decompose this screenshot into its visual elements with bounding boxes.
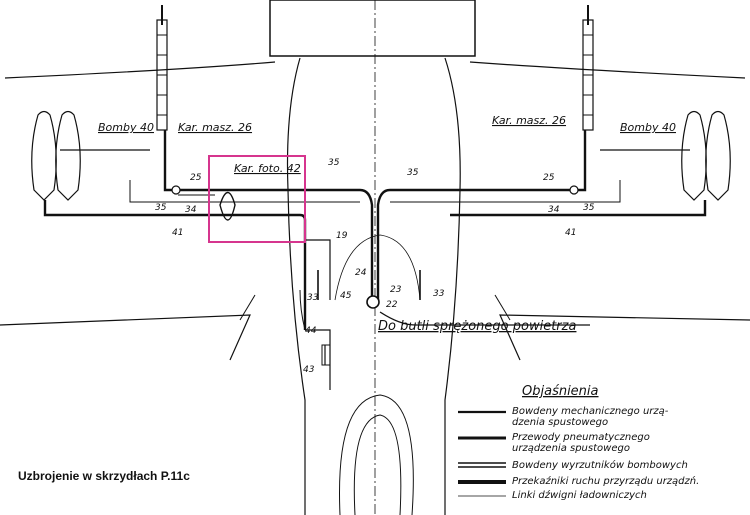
fuselage-top bbox=[269, 0, 476, 57]
callout-33-right: 33 bbox=[433, 289, 445, 299]
callout-35-center-left: 35 bbox=[328, 158, 340, 168]
legend-item-4-line1: Przekaźniki ruchu przyrządu urządzń. bbox=[512, 475, 699, 487]
fuselage-outline-right bbox=[444, 57, 461, 515]
label-bombs-right: Bomby 40 bbox=[620, 121, 676, 134]
label-camera: Kar. foto. 42 bbox=[234, 162, 301, 175]
camera-highlight bbox=[208, 155, 306, 243]
callout-35-center-right: 35 bbox=[407, 168, 419, 178]
wing-leading-edge-right bbox=[469, 61, 746, 79]
pneumatic-line-left bbox=[163, 130, 374, 300]
legend-item-2-line1: Przewody pneumatycznego bbox=[512, 432, 650, 443]
legend-item-1-line1: Bowdeny mechanicznego urzą- bbox=[512, 406, 669, 417]
callout-41-right: 41 bbox=[565, 228, 576, 238]
callout-41-left: 41 bbox=[172, 228, 183, 238]
wing-leading-edge-left bbox=[4, 61, 276, 79]
control-hub bbox=[366, 295, 380, 309]
label-air-bottle: Do butli sprężonego powietrza bbox=[378, 319, 576, 334]
figure-caption: Uzbrojenie w skrzydłach P.11c bbox=[18, 469, 190, 483]
bombs-left bbox=[31, 110, 81, 201]
callout-23: 23 bbox=[390, 285, 402, 295]
bomb-release-cable-left bbox=[43, 200, 307, 330]
callout-45: 45 bbox=[340, 291, 352, 301]
callout-35-left: 35 bbox=[155, 203, 167, 213]
label-gun-left: Kar. masz. 26 bbox=[178, 121, 252, 134]
machine-gun-right bbox=[582, 5, 594, 131]
bomb-release-cable-right bbox=[450, 200, 707, 217]
legend-item-3-line1: Bowdeny wyrzutników bombowych bbox=[512, 459, 688, 471]
label-gun-right: Kar. masz. 26 bbox=[492, 114, 566, 127]
callout-19: 19 bbox=[336, 231, 348, 241]
callout-25-right: 25 bbox=[543, 173, 555, 183]
bombs-right bbox=[681, 110, 731, 201]
legend-item-1-line2: dzenia spustowego bbox=[512, 417, 608, 428]
callout-43: 43 bbox=[303, 365, 315, 375]
callout-25-left: 25 bbox=[190, 173, 202, 183]
wing-trailing-right bbox=[499, 314, 750, 361]
callout-33-left: 33 bbox=[307, 293, 319, 303]
legend-title: Objaśnienia bbox=[522, 384, 599, 399]
label-bombs-left: Bomby 40 bbox=[98, 121, 154, 134]
fuselage-outline-left bbox=[286, 57, 306, 515]
machine-gun-left bbox=[156, 5, 168, 131]
camera-icon bbox=[219, 191, 236, 221]
callout-34-right: 34 bbox=[548, 205, 560, 215]
legend-item-5-line1: Linki dźwigni ładowniczych bbox=[512, 489, 647, 501]
callout-44: 44 bbox=[305, 326, 317, 336]
pneumatic-line-right bbox=[376, 130, 587, 300]
callout-34-left: 34 bbox=[185, 205, 197, 215]
wing-trailing-left bbox=[0, 314, 251, 361]
callout-35-right: 35 bbox=[583, 203, 595, 213]
legend-item-2-line2: urządzenia spustowego bbox=[512, 443, 630, 454]
callout-22: 22 bbox=[386, 300, 398, 310]
legend: Objaśnienia Bowdeny mechanicznego urzą- … bbox=[458, 384, 699, 501]
callout-24: 24 bbox=[355, 268, 367, 278]
